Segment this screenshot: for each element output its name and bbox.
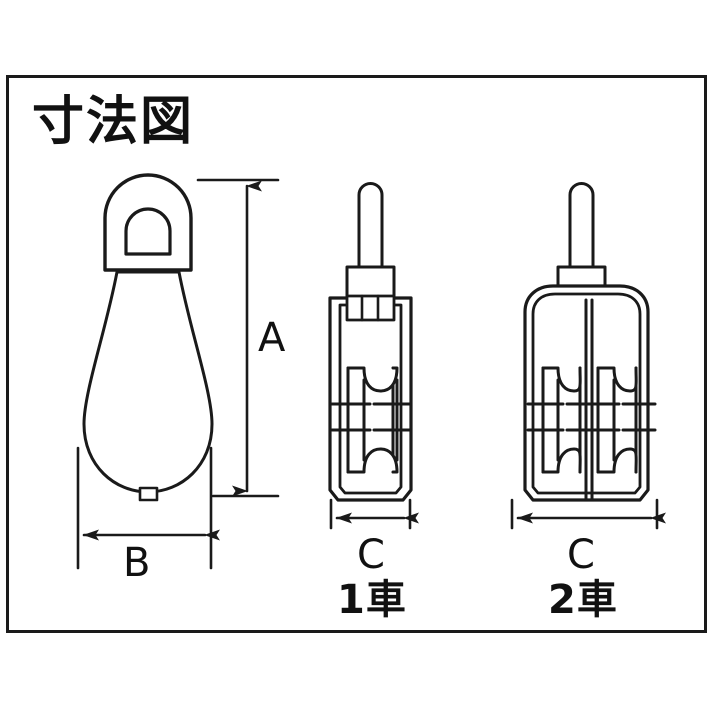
dimension-c-single — [329, 498, 419, 530]
page-title: 寸法図 — [32, 92, 195, 152]
dimension-label-a: A — [258, 315, 286, 361]
caption-single-sheave: 1車 — [337, 577, 407, 623]
dimension-a — [196, 178, 280, 498]
single-sheave-block-art — [328, 182, 413, 502]
dimension-b — [76, 446, 220, 570]
dimension-c-double — [510, 498, 666, 530]
dimension-label-c-single: C — [357, 532, 385, 578]
dimension-label-c-double: C — [567, 532, 595, 578]
swivel-eye-block-art — [82, 173, 214, 502]
dimension-label-b: B — [123, 540, 151, 586]
caption-double-sheave: 2車 — [548, 577, 618, 623]
double-sheave-block-art — [523, 182, 657, 502]
